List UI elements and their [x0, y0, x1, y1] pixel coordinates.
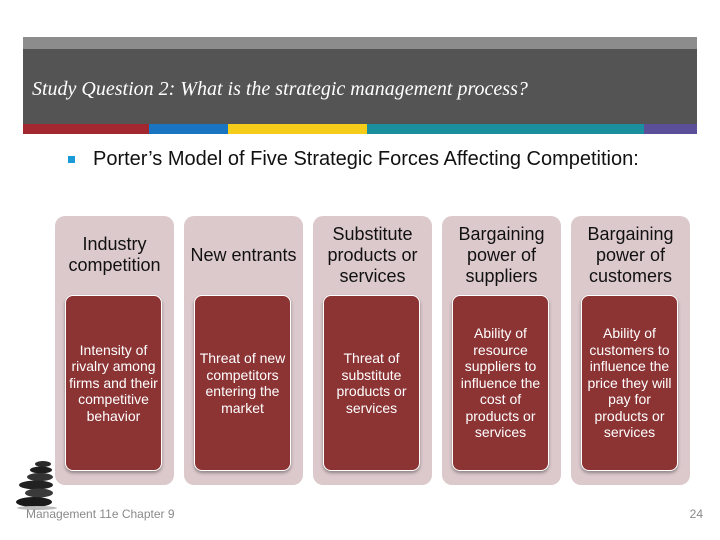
- stacked-stones-icon: [16, 461, 57, 510]
- slide-title: Study Question 2: What is the strategic …: [32, 78, 528, 100]
- accent-color-band: [23, 124, 697, 134]
- accent-segment-red: [23, 124, 149, 134]
- force-heading: New entrants: [190, 244, 297, 265]
- force-heading: Industry competition: [68, 234, 161, 275]
- force-card-substitutes: Substitute products or services Threat o…: [313, 216, 432, 485]
- force-heading: Bargaining power of suppliers: [458, 223, 545, 286]
- footer-course: Management 11e Chapter 9: [26, 507, 175, 521]
- force-heading: Substitute products or services: [327, 223, 418, 286]
- title-bar: Study Question 2: What is the strategic …: [23, 49, 697, 124]
- bullet-text: Porter’s Model of Five Strategic Forces …: [93, 148, 639, 170]
- accent-segment-blue: [149, 124, 228, 134]
- square-bullet-icon: [68, 156, 75, 163]
- force-card-industry-competition: Industry competition Intensity of rivalr…: [55, 216, 174, 485]
- accent-segment-teal: [367, 124, 644, 134]
- force-card-new-entrants: New entrants Threat of new competitors e…: [184, 216, 303, 485]
- force-description: Threat of substitute products or service…: [323, 295, 420, 471]
- force-description: Threat of new competitors entering the m…: [194, 295, 291, 471]
- accent-segment-purple: [644, 124, 697, 134]
- force-description: Ability of customers to influence the pr…: [581, 295, 678, 471]
- force-card-supplier-power: Bargaining power of suppliers Ability of…: [442, 216, 561, 485]
- header-top-strip: [23, 37, 697, 49]
- force-description: Ability of resource suppliers to influen…: [452, 295, 549, 471]
- bullet-point: Porter’s Model of Five Strategic Forces …: [68, 146, 688, 172]
- accent-segment-yellow: [228, 124, 367, 134]
- force-card-customer-power: Bargaining power of customers Ability of…: [571, 216, 690, 485]
- force-description: Intensity of rivalry among firms and the…: [65, 295, 162, 471]
- slide-number: 24: [689, 507, 703, 521]
- force-heading: Bargaining power of customers: [587, 223, 674, 286]
